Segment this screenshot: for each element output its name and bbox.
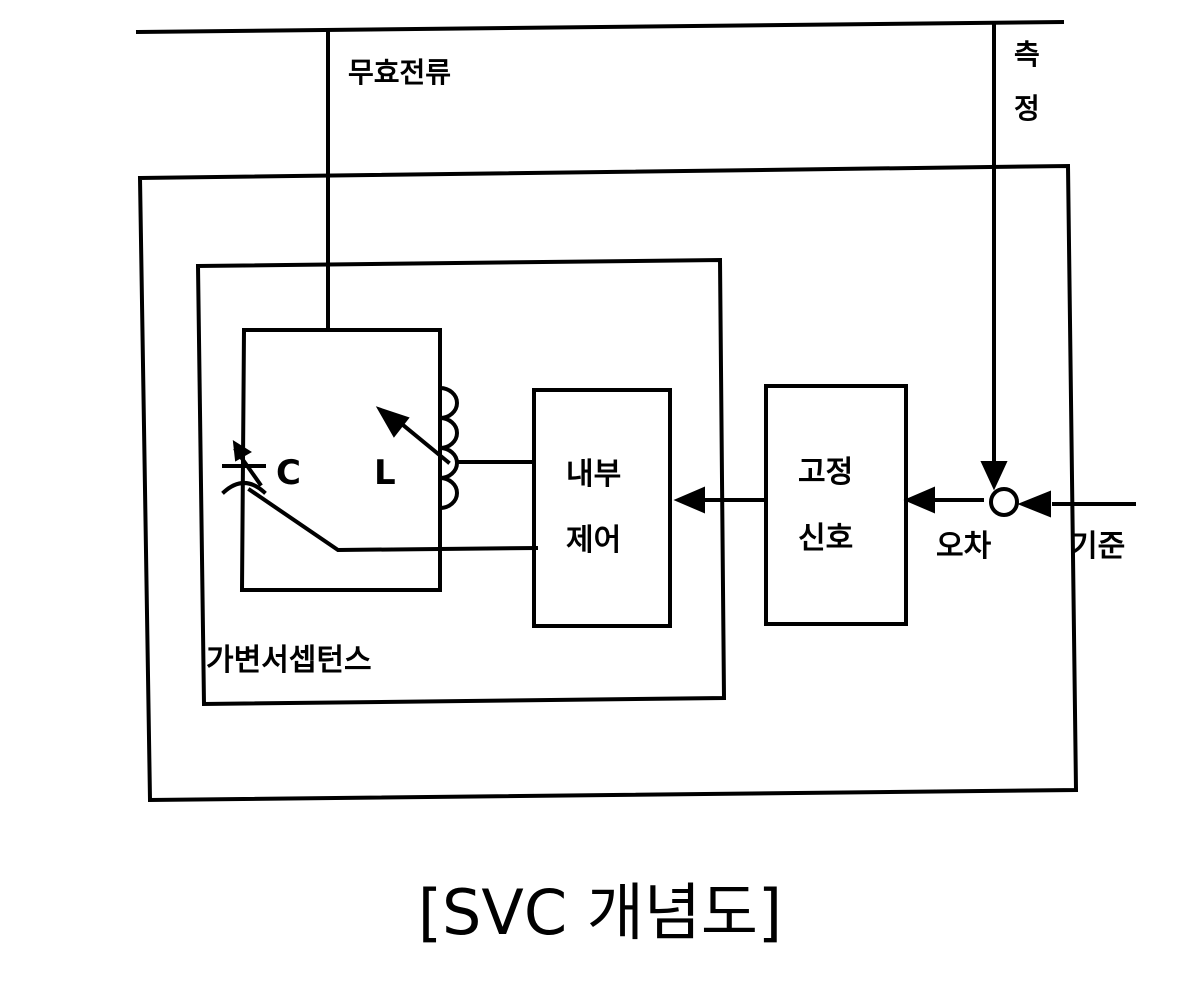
arrow-heads [232,406,1051,518]
internal-control-label-2: 제어 [566,523,621,558]
capacitor-arrow-head [232,440,252,462]
internal-control-box [532,388,672,628]
inductor-arrow-head [375,406,410,438]
arrow-measure-to-junction [980,461,1008,491]
arrow-to-control [673,486,705,514]
outer-box [137,163,1079,803]
control-lower-wire [247,487,539,553]
fixed-signal-box [764,384,908,626]
reactive-current-label: 무효전류 [348,56,451,89]
diagram-caption: [SVC 개념도] [418,876,782,949]
arrow-to-fixed-signal [903,486,935,514]
capacitor-curved-plate [221,481,267,495]
lc-circuit-loop [239,327,442,592]
measure-label-1: 측 [1014,38,1040,71]
fixed-signal-label-1: 고정 [798,455,853,490]
diagram-lines [135,19,1136,803]
reference-label: 기준 [1070,529,1125,564]
arrow-reference-to-junction [1017,490,1051,518]
summing-junction [989,487,1019,517]
variable-susceptance-box [195,257,727,707]
inductor-coil [437,385,459,511]
error-label: 오차 [936,529,992,564]
capacitor-label: C [276,453,301,493]
fixed-signal-label-2: 신호 [798,521,853,556]
variable-susceptance-label: 가변서셉턴스 [206,643,372,678]
inductor-label: L [374,453,396,493]
bus-line [135,19,1065,35]
internal-control-label-1: 내부 [566,457,621,492]
measure-label-2: 정 [1014,92,1040,125]
